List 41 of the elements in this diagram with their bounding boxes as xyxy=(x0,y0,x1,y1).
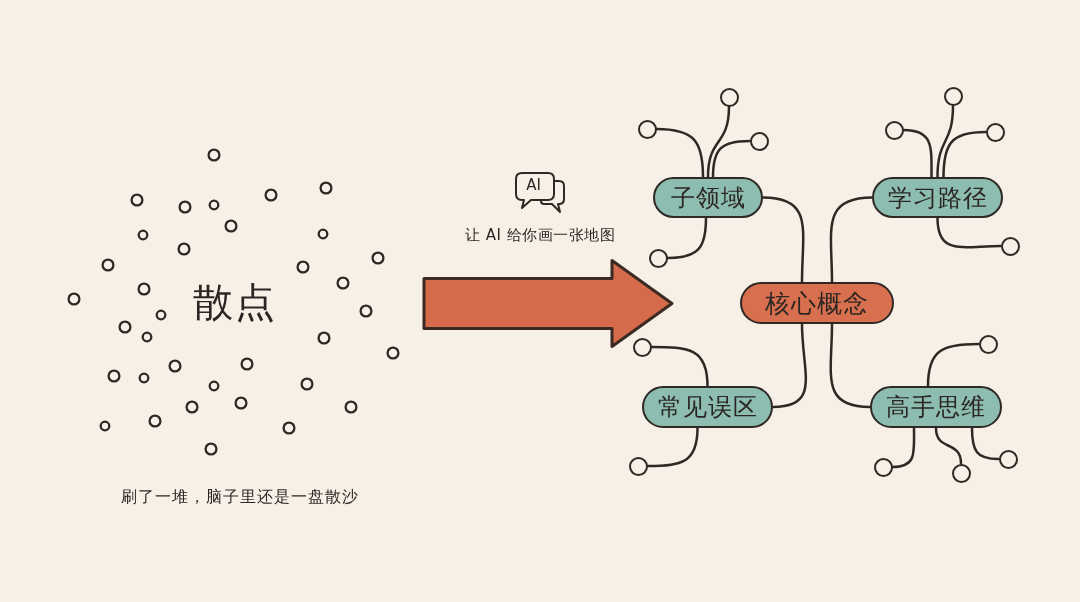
connector-line xyxy=(650,345,709,388)
connector-line xyxy=(829,196,874,284)
leaf-circle xyxy=(749,131,769,151)
connector-line xyxy=(902,128,933,179)
connector-line xyxy=(655,127,705,179)
leaf-circle xyxy=(719,87,739,107)
topic-pill: 学习路径 xyxy=(872,177,1003,218)
leaf-circle xyxy=(632,337,652,357)
edge-label: 让 AI 给你画一张地图 xyxy=(464,225,616,244)
topic-pill: 高手思维 xyxy=(870,386,1002,428)
leaf-circle xyxy=(998,449,1018,469)
leaf-circle xyxy=(978,334,998,354)
leaf-circle xyxy=(628,456,648,476)
connector-line xyxy=(706,105,731,179)
cluster-title: 散点 xyxy=(193,278,277,326)
leaf-circle xyxy=(985,122,1005,142)
connector-line xyxy=(934,426,963,465)
connector-line xyxy=(761,196,805,284)
connector-line xyxy=(646,426,699,468)
topic-pill: 子领域 xyxy=(653,177,763,218)
leaf-circle xyxy=(637,119,657,139)
connector-line xyxy=(771,322,808,409)
connector-line xyxy=(970,426,1000,461)
connector-line xyxy=(666,216,708,260)
connector-line xyxy=(829,322,872,409)
connector-line xyxy=(936,104,955,179)
connector-line xyxy=(711,139,751,179)
leaf-circle xyxy=(951,463,971,483)
connector-line xyxy=(936,216,1002,249)
leaf-circle xyxy=(884,120,904,140)
topic-pill: 常见误区 xyxy=(642,386,773,428)
central-topic-pill: 核心概念 xyxy=(740,282,894,324)
connector-line xyxy=(891,426,916,469)
leaf-circle xyxy=(873,457,893,477)
leaf-circle xyxy=(1000,236,1020,256)
connector-line xyxy=(926,342,980,388)
connector-line xyxy=(942,130,987,179)
caption-text: 刷了一堆，脑子里还是一盘散沙 xyxy=(121,487,359,507)
leaf-circle xyxy=(648,248,668,268)
leaf-circle xyxy=(943,86,963,106)
block-arrow xyxy=(422,259,674,348)
